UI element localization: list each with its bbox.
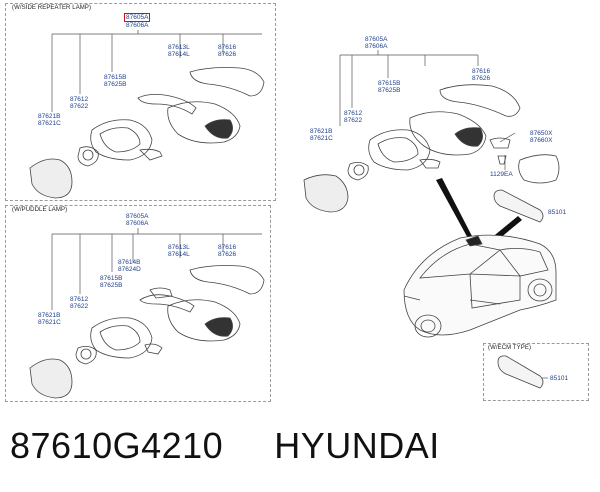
label-87614b: 87614B 87624D xyxy=(118,259,141,273)
repeater-lamp-title: (W/SIDE REPEATER LAMP) xyxy=(12,5,92,11)
label-87606a: 87606A xyxy=(126,22,149,29)
label-87612: 87612 87622 xyxy=(70,96,89,110)
label-87616-main: 87616 87626 xyxy=(472,68,491,82)
puddle-lamp-panel xyxy=(5,205,271,402)
label-87615b-main: 87615B 87625B xyxy=(378,80,401,94)
repeater-lamp-panel xyxy=(5,3,276,201)
puddle-lamp-title: (W/PUDDLE LAMP) xyxy=(12,207,68,213)
label-87621b: 87621B 87621C xyxy=(38,113,61,127)
label-87621b-main: 87621B 87621C xyxy=(310,128,333,142)
label-87613l: 87613L 87614L xyxy=(168,44,190,58)
label-87612-puddle: 87612 87622 xyxy=(70,296,89,310)
ecm-type-title: (W/ECM TYPE) xyxy=(488,345,532,351)
label-87616-puddle: 87616 87626 xyxy=(218,244,237,258)
label-87605a: 87605A xyxy=(124,13,151,22)
label-85101-ecm: 85101 xyxy=(550,375,569,382)
label-87650x: 87650X 87660X xyxy=(530,130,553,144)
ecm-type-panel xyxy=(483,343,589,401)
label-87621b-puddle: 87621B 87621C xyxy=(38,312,61,326)
brand-name: HYUNDAI xyxy=(274,425,440,466)
footer: 87610G4210 HYUNDAI xyxy=(10,425,440,467)
label-87613l-puddle: 87613L 87614L xyxy=(168,244,190,258)
label-87616: 87616 87626 xyxy=(218,44,237,58)
label-87615b: 87615B 87625B xyxy=(104,74,127,88)
label-87615b-puddle: 87615B 87625B xyxy=(100,275,123,289)
label-85101: 85101 xyxy=(548,209,567,216)
label-87605a-main: 87605A 87606A xyxy=(365,36,388,50)
label-87612-main: 87612 87622 xyxy=(344,110,363,124)
label-1129ea: 1129EA xyxy=(490,171,513,178)
part-number: 87610G4210 xyxy=(10,425,224,466)
highlighted-part-label: 87605A xyxy=(124,13,151,22)
label-87605a-puddle: 87605A 87606A xyxy=(126,213,149,227)
mirror-glass-outline xyxy=(29,158,73,199)
